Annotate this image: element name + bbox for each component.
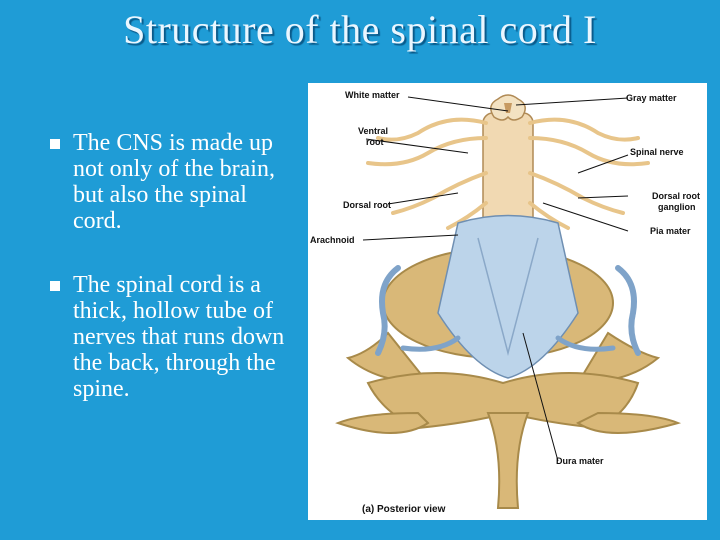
bullet-text: The CNS is made up not only of the brain…	[73, 130, 275, 234]
bullet-text: The spinal cord is a thick, hollow tube …	[73, 272, 285, 402]
label-dorsal-root-ganglion-line2: ganglion	[658, 202, 696, 212]
bullet-item: The CNS is made up not only of the brain…	[50, 130, 295, 234]
label-spinal-nerve: Spinal nerve	[630, 147, 684, 157]
label-ventral-root-line1: Ventral	[358, 126, 388, 136]
figure-caption: (a) Posterior view	[362, 504, 446, 515]
slide-title: Structure of the spinal cord I	[123, 7, 597, 52]
label-pia-mater: Pia mater	[650, 226, 691, 236]
nerve-roots	[366, 117, 650, 230]
label-dorsal-root: Dorsal root	[343, 200, 391, 210]
square-bullet-icon	[50, 139, 60, 149]
meninges	[375, 214, 641, 379]
bullet-list: The CNS is made up not only of the brain…	[50, 130, 295, 440]
spinal-cord-diagram: White matter Gray matter Ventral root Sp…	[308, 83, 707, 520]
square-bullet-icon	[50, 281, 60, 291]
label-white-matter: White matter	[345, 90, 400, 100]
label-dorsal-root-ganglion-line1: Dorsal root	[652, 191, 700, 201]
label-arachnoid: Arachnoid	[310, 235, 355, 245]
label-dura-mater: Dura mater	[556, 456, 604, 466]
spinal-cord-illustration: White matter Gray matter Ventral root Sp…	[310, 90, 700, 515]
label-ventral-root-line2: root	[366, 137, 384, 147]
label-gray-matter: Gray matter	[626, 93, 677, 103]
bullet-item: The spinal cord is a thick, hollow tube …	[50, 272, 295, 402]
leader-lines	[362, 96, 629, 462]
